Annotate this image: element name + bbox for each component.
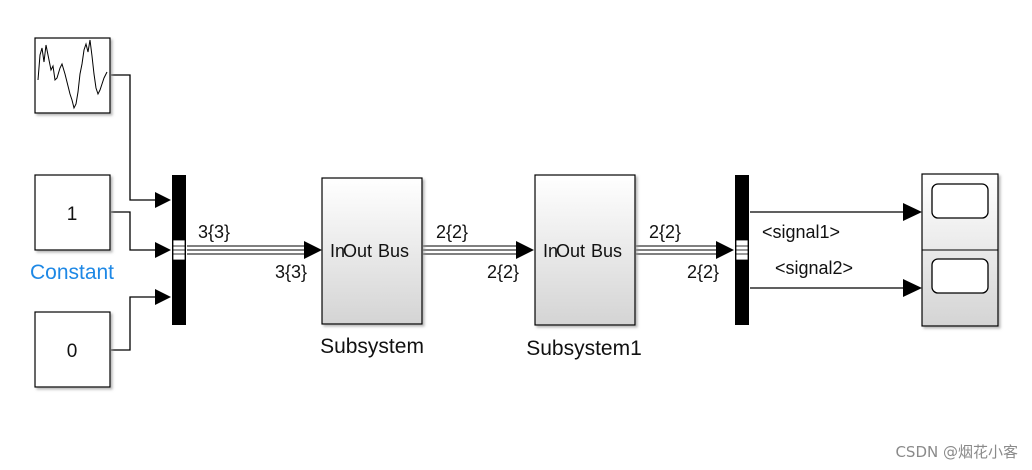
- subsystem1-in-port-label: In: [543, 241, 558, 261]
- scope-block[interactable]: [921, 173, 999, 327]
- signal-lines: [111, 74, 905, 351]
- constant-value-1: 1: [67, 204, 78, 225]
- arrowheads: [155, 192, 922, 305]
- subsystem1-out-port-label: Out: [556, 241, 585, 261]
- signal-dimension-label: 2{2}: [487, 262, 519, 282]
- subsystem1-block[interactable]: In Out Bus: [534, 174, 636, 326]
- subsystem1-bus-label: Bus: [591, 241, 622, 261]
- subsystem1-name[interactable]: Subsystem1: [526, 337, 642, 360]
- bus-creator-block[interactable]: [172, 175, 186, 325]
- signal-name-label: <signal2>: [775, 258, 853, 278]
- constant-block-name[interactable]: Constant: [30, 261, 114, 284]
- bus-line-subsystem-to-subsystem1[interactable]: [423, 245, 518, 255]
- constant-block-1[interactable]: 1: [34, 174, 111, 251]
- scope-screen-icon: [931, 258, 989, 294]
- signal-line-constant1[interactable]: [111, 211, 155, 251]
- arrowhead-icon: [304, 241, 322, 259]
- scope-screen-icon: [931, 183, 989, 219]
- signal-dimension-label: 3{3}: [198, 222, 230, 242]
- bus-selector-block[interactable]: [735, 175, 749, 325]
- signal-line-sine[interactable]: [111, 74, 155, 201]
- arrowhead-icon: [516, 241, 534, 259]
- sine-wave-block[interactable]: [34, 37, 111, 114]
- arrowhead-icon: [155, 192, 171, 208]
- signal-name-label: <signal1>: [762, 222, 840, 242]
- constant-value-0: 0: [67, 341, 78, 362]
- subsystem-name[interactable]: Subsystem: [320, 335, 424, 358]
- signal-dimension-label: 3{3}: [275, 262, 307, 282]
- constant-block-0[interactable]: 0: [34, 311, 111, 388]
- signal-dimension-label: 2{2}: [649, 222, 681, 242]
- signal-dimension-label: 2{2}: [687, 262, 719, 282]
- signal-dimension-label: 2{2}: [436, 222, 468, 242]
- arrowhead-icon: [903, 279, 922, 297]
- arrowhead-icon: [716, 241, 734, 259]
- arrowhead-icon: [903, 203, 922, 221]
- subsystem-bus-label: Bus: [378, 241, 409, 261]
- bus-lines: [187, 245, 718, 255]
- subsystem-in-port-label: In: [330, 241, 345, 261]
- subsystem-out-port-label: Out: [343, 241, 372, 261]
- watermark: CSDN @烟花小客: [895, 443, 1018, 461]
- bus-line-subsystem1-to-demux[interactable]: [636, 245, 718, 255]
- bus-line-mux-to-subsystem[interactable]: [187, 245, 305, 255]
- arrowhead-icon: [155, 289, 171, 305]
- sine-wave-icon: [37, 39, 108, 110]
- subsystem-block[interactable]: In Out Bus: [321, 177, 423, 325]
- arrowhead-icon: [155, 242, 171, 258]
- signal-line-constant0[interactable]: [111, 296, 155, 351]
